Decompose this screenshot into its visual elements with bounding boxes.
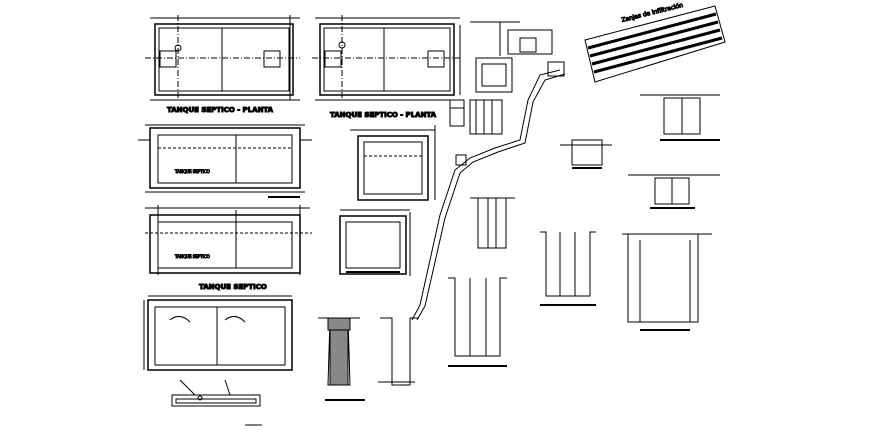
pier-section-5 [540, 231, 596, 306]
plan-a-title: TANQUE SEPTICO - PLANTA [167, 106, 274, 114]
distribution-box [470, 21, 553, 56]
pier-section-3 [628, 174, 720, 209]
trench-profile [378, 317, 418, 386]
svg-text:TANQUE SEPTICO: TANQUE SEPTICO [174, 254, 210, 259]
section-title: TANQUE SEPTICO [199, 283, 267, 291]
inlet-box-detail [350, 125, 436, 201]
septic-tank-section-2 [145, 205, 312, 275]
septic-tank-plan-b [312, 15, 461, 101]
outlet-box-detail [339, 209, 411, 276]
pier-section-6 [622, 233, 712, 331]
beam-detail [171, 379, 261, 407]
septic-tank-section-1 [138, 124, 312, 193]
gravel-trench-section [318, 317, 365, 401]
infiltration-trench-strip [584, 5, 726, 83]
pier-section-4 [470, 197, 515, 249]
pier-section-7 [448, 277, 507, 367]
distribution-pipe [411, 61, 566, 321]
grating-detail [449, 99, 503, 135]
plan-b-title: TANQUE SEPTICO - PLANTA [330, 111, 437, 119]
septic-tank-section-3 [143, 295, 293, 371]
manhole-square [475, 57, 513, 93]
svg-text:TANQUE SEPTICO: TANQUE SEPTICO [174, 169, 210, 174]
pier-section-1 [640, 94, 720, 141]
septic-tank-plan-a [145, 15, 300, 101]
pier-section-2 [560, 139, 612, 169]
